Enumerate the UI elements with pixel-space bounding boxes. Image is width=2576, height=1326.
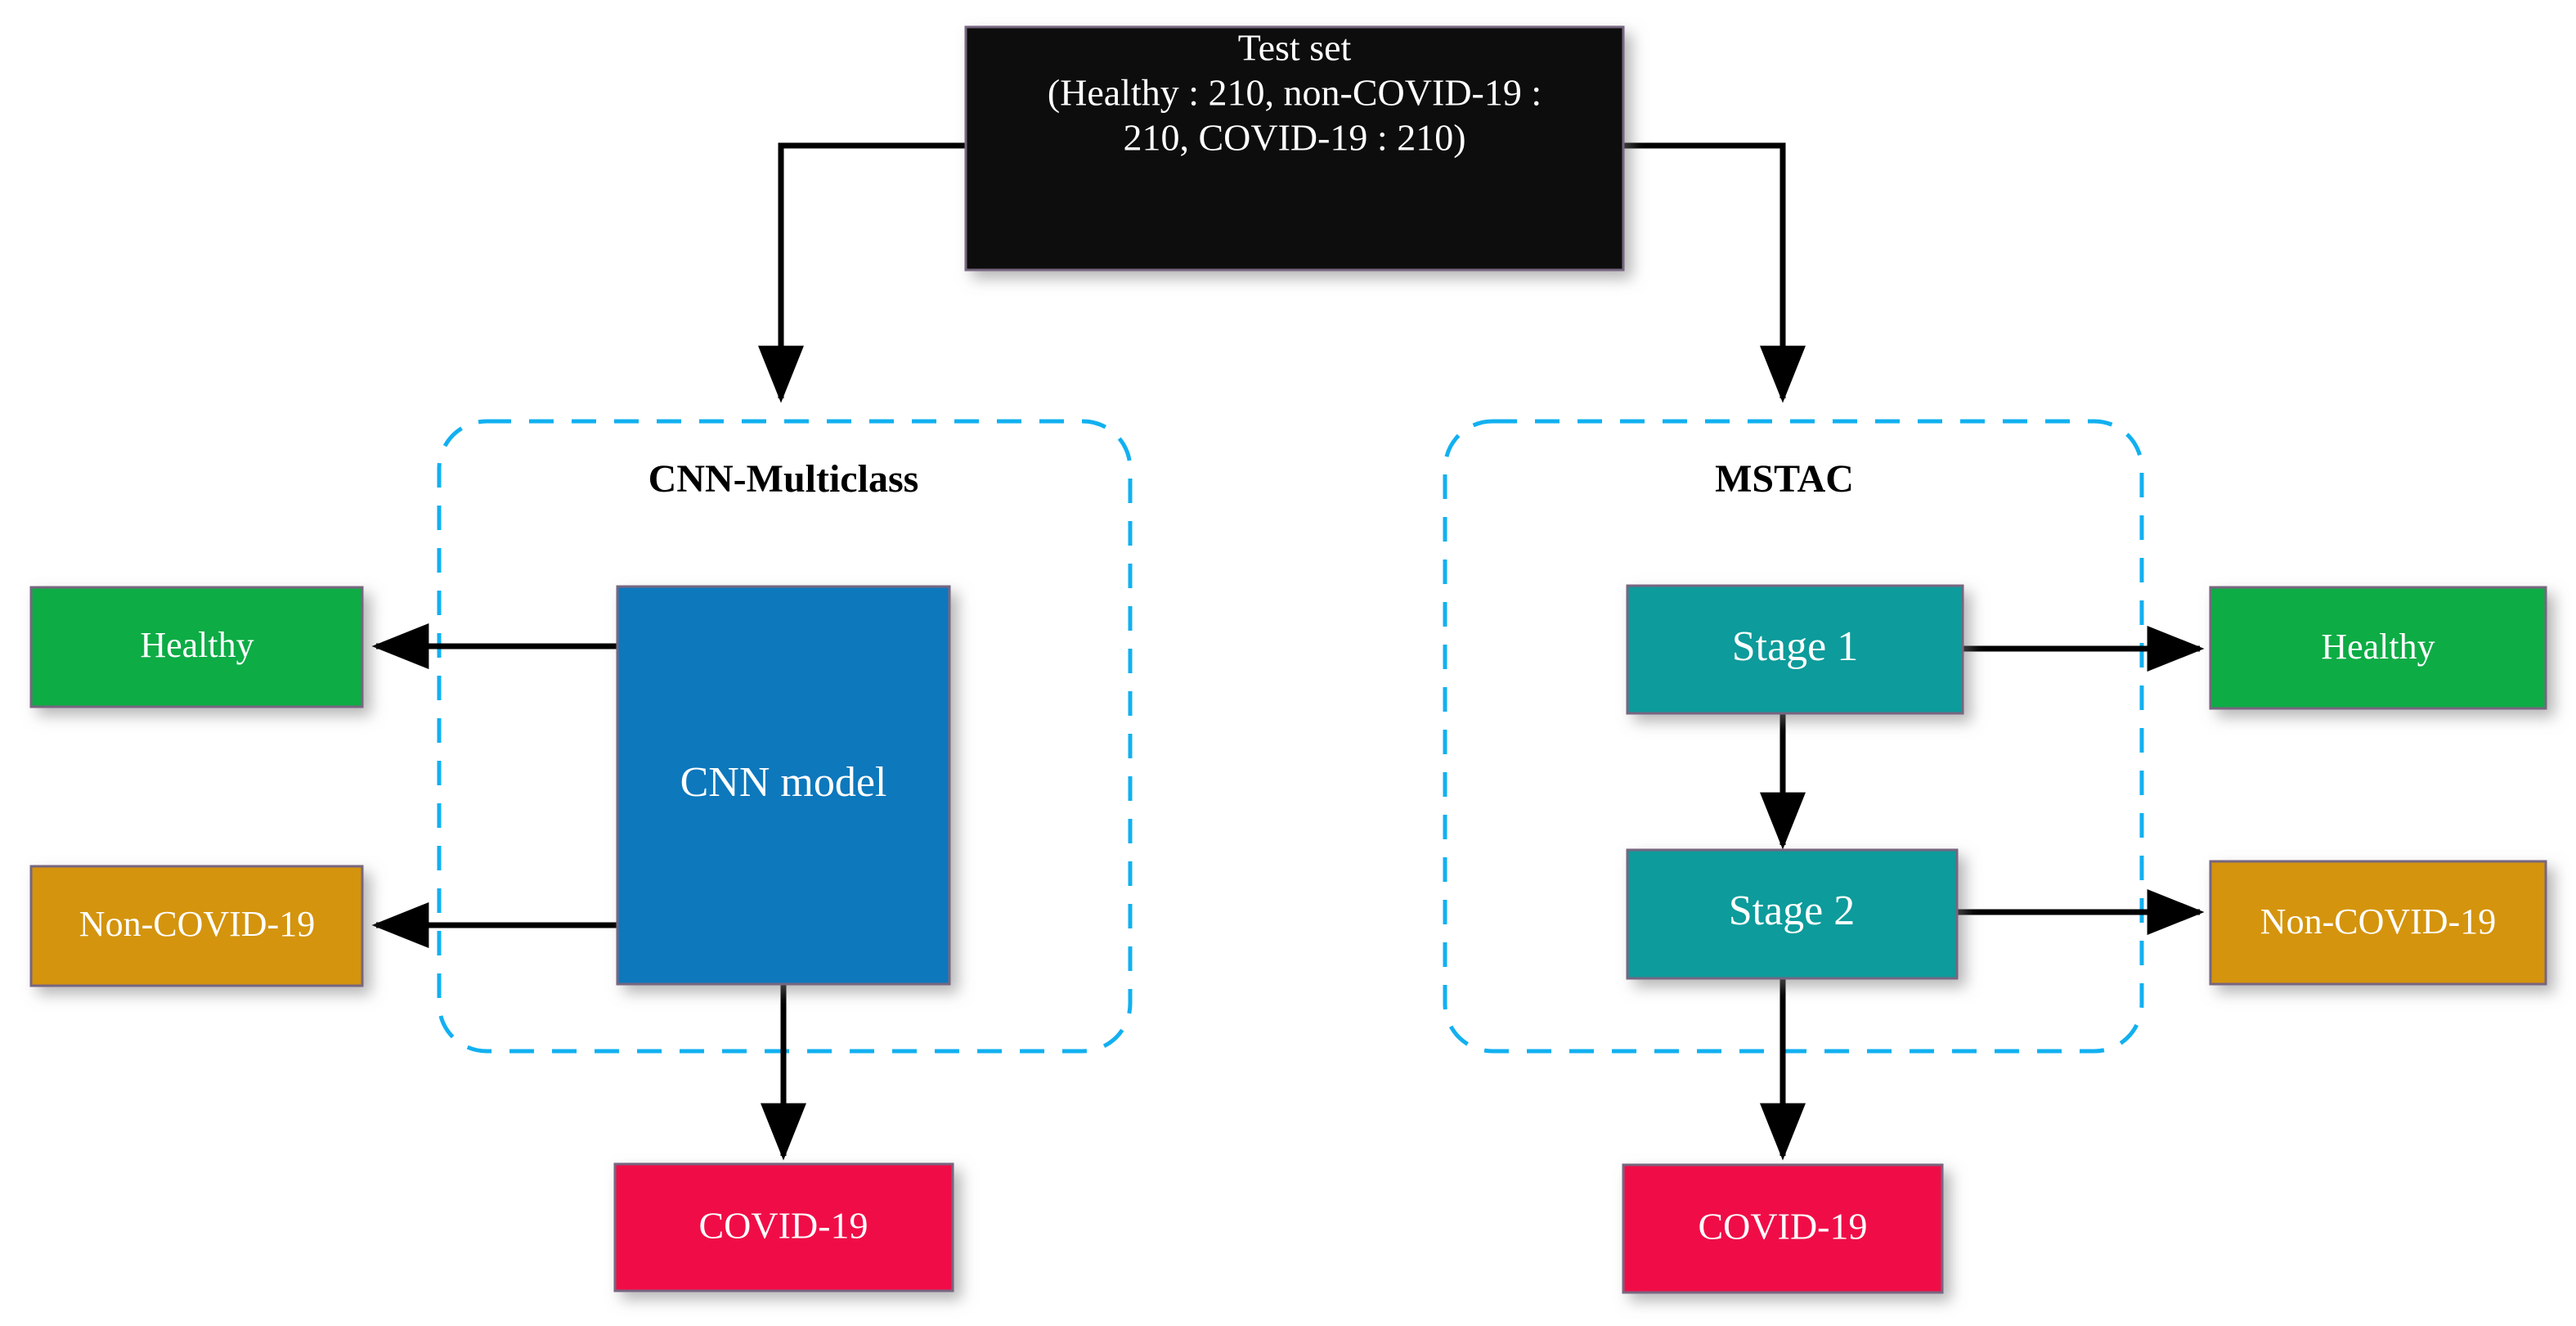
node-stage2[interactable]: Stage 2 [1626, 848, 1959, 980]
stage2-box [1626, 848, 1959, 980]
node-noncovid-left[interactable]: Non-COVID-19 [29, 865, 364, 987]
test-set-line1: Test set [1238, 27, 1352, 69]
node-covid-right[interactable]: COVID-19 [1622, 1163, 1944, 1294]
node-healthy-right[interactable]: Healthy [2209, 586, 2547, 710]
group-container-mstac [1443, 419, 2144, 1054]
noncovid-left-box [29, 865, 364, 987]
stage2-label: Stage 2 [1729, 888, 1856, 934]
healthy-left-box [29, 586, 364, 708]
noncovid-right-label: Non-COVID-19 [2260, 901, 2496, 942]
node-cnn-model[interactable]: CNN model [616, 585, 951, 986]
test-set-line3: 210, COVID-19 : 210) [1123, 117, 1465, 159]
stage1-label: Stage 1 [1732, 623, 1859, 670]
noncovid-left-label: Non-COVID-19 [79, 904, 315, 944]
test-set-box [964, 25, 1625, 272]
group-title-mstac: MSTAC [1715, 457, 1854, 501]
node-noncovid-right[interactable]: Non-COVID-19 [2209, 860, 2547, 986]
covid-left-label: COVID-19 [699, 1205, 868, 1247]
node-covid-left[interactable]: COVID-19 [613, 1162, 954, 1292]
stage1-box [1626, 584, 1964, 715]
healthy-left-label: Healthy [140, 625, 254, 665]
test-set-line2: (Healthy : 210, non-COVID-19 : [1048, 72, 1542, 114]
node-stage1[interactable]: Stage 1 [1626, 584, 1964, 715]
cnn-model-label: CNN model [680, 759, 887, 806]
node-healthy-left[interactable]: Healthy [29, 586, 364, 708]
healthy-right-label: Healthy [2321, 627, 2435, 667]
covid-right-label: COVID-19 [1699, 1206, 1868, 1247]
cnn-model-box [616, 585, 951, 986]
covid-right-box [1622, 1163, 1944, 1294]
node-test-set[interactable]: Test set (Healthy : 210, non-COVID-19 : … [964, 25, 1625, 272]
covid-left-box [613, 1162, 954, 1292]
edge-testset-to-mstac-group [1623, 142, 1806, 403]
healthy-right-box [2209, 586, 2547, 710]
edge-testset-to-cnn-group [758, 142, 966, 403]
group-title-cnn-multiclass: CNN-Multiclass [648, 457, 919, 501]
noncovid-right-box [2209, 860, 2547, 986]
